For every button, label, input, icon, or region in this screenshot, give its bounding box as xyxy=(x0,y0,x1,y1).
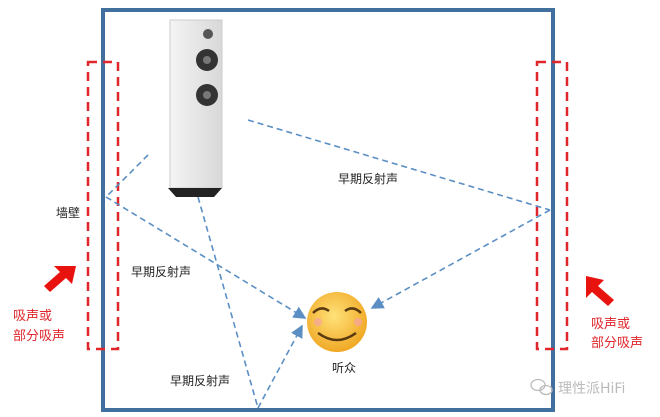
early-reflection-label: 早期反射声 xyxy=(131,264,191,279)
listener-label: 听众 xyxy=(332,361,356,375)
early-reflection-label: 早期反射声 xyxy=(338,171,398,186)
absorb-label-left-line1: 吸声或 xyxy=(13,309,52,324)
left-absorber-panel xyxy=(86,60,120,351)
room-walls xyxy=(101,8,555,412)
early-reflection-label: 早期反射声 xyxy=(170,373,230,388)
left-arrow-icon xyxy=(44,266,76,292)
wall-label: 墙壁 xyxy=(56,205,80,220)
wechat-icon xyxy=(530,378,553,396)
watermark: 理性派HiFi xyxy=(558,381,625,397)
right-absorber-panel xyxy=(535,60,569,351)
listener-face-icon xyxy=(307,292,367,352)
absorb-label-left-line2: 部分吸声 xyxy=(13,329,65,344)
reflection-rays xyxy=(105,119,551,409)
absorb-label-right-line2: 部分吸声 xyxy=(591,336,643,351)
absorb-label-right-line1: 吸声或 xyxy=(591,317,630,332)
right-arrow-icon xyxy=(586,276,614,306)
speaker-icon xyxy=(168,19,223,197)
